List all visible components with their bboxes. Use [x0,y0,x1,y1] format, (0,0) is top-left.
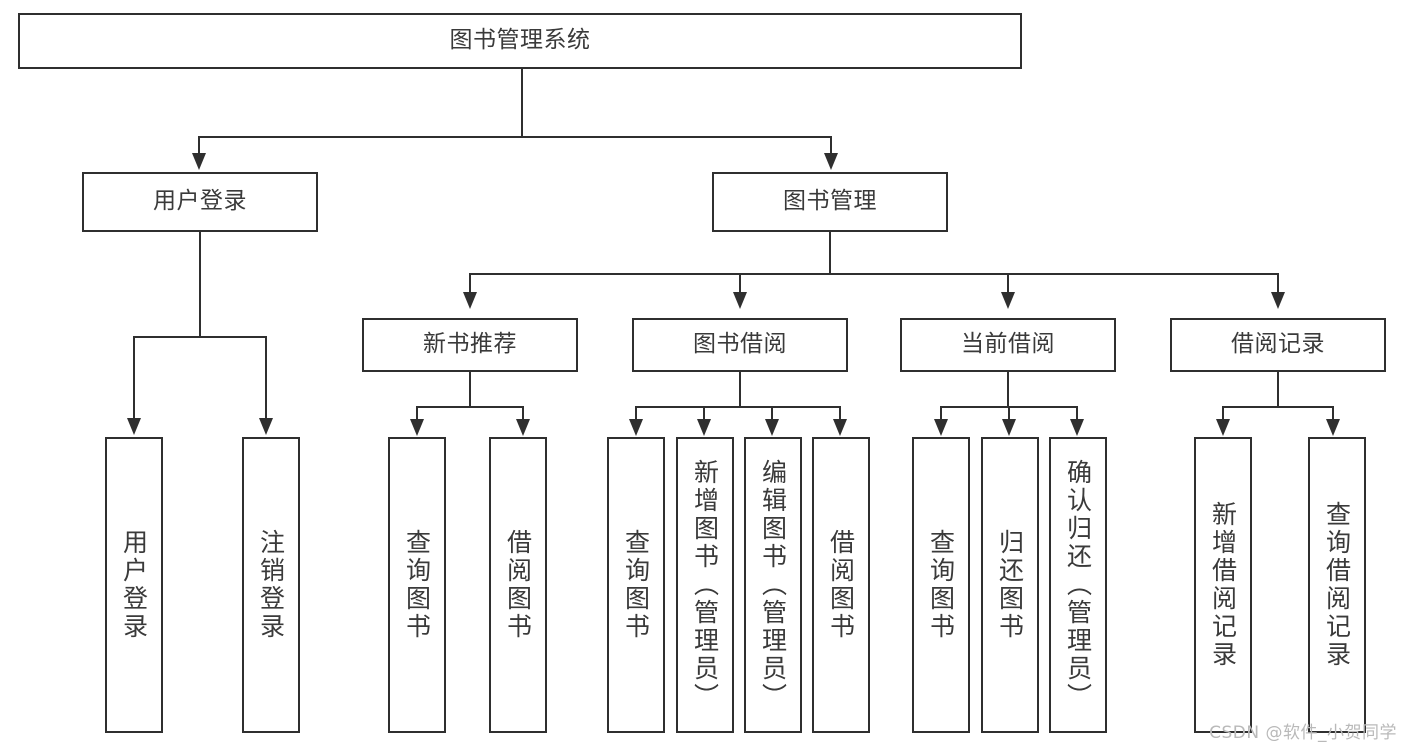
connector-new-book-drop-0 [416,406,418,422]
connector-level2-drop-3 [1277,273,1279,296]
arrowhead-level2-3 [1271,292,1285,309]
connector-book-management-stem [829,232,831,274]
node-label: 注销登录 [256,529,286,641]
node-label: 新增借阅记录 [1208,501,1238,669]
arrowhead-user-login-1 [259,418,273,435]
node-label: 确认归还（管理员） [1063,459,1093,711]
connector-borrow-record-bus [1222,406,1334,408]
leaf-current-borrow-0[interactable]: 查询图书 [912,437,970,733]
arrowhead-borrow-record-0 [1216,419,1230,436]
node-root-book-management-system[interactable]: 图书管理系统 [18,13,1022,69]
connector-user-login-bus [133,336,267,338]
connector-current-borrow-drop-2 [1076,406,1078,422]
connector-root-stem [521,69,523,137]
node-label: 图书借阅 [693,331,787,358]
node-book-management[interactable]: 图书管理 [712,172,948,232]
leaf-current-borrow-1[interactable]: 归还图书 [981,437,1039,733]
node-label: 查询借阅记录 [1322,501,1352,669]
connector-current-borrow-stem [1007,372,1009,407]
connector-book-borrow-drop-2 [771,406,773,422]
leaf-current-borrow-2[interactable]: 确认归还（管理员） [1049,437,1107,733]
node-label: 图书管理 [783,188,877,215]
leaf-book-borrow-1[interactable]: 新增图书（管理员） [676,437,734,733]
node-borrow-record[interactable]: 借阅记录 [1170,318,1386,372]
node-label: 编辑图书（管理员） [758,459,788,711]
arrowhead-level2-2 [1001,292,1015,309]
arrowhead-book-borrow-0 [629,419,643,436]
node-label: 查询图书 [926,529,956,641]
connector-level2-drop-0 [469,273,471,296]
leaf-book-borrow-3[interactable]: 借阅图书 [812,437,870,733]
leaf-book-borrow-2[interactable]: 编辑图书（管理员） [744,437,802,733]
arrowhead-borrow-record-1 [1326,419,1340,436]
node-current-borrow[interactable]: 当前借阅 [900,318,1116,372]
connector-current-borrow-drop-1 [1008,406,1010,422]
node-label: 用户登录 [119,529,149,641]
connector-current-borrow-drop-0 [940,406,942,422]
leaf-new-book-recommend-0[interactable]: 查询图书 [388,437,446,733]
arrowhead-level2-0 [463,292,477,309]
node-user-login[interactable]: 用户登录 [82,172,318,232]
connector-book-borrow-stem [739,372,741,407]
node-label: 图书管理系统 [449,27,591,54]
connector-book-borrow-bus [635,406,841,408]
arrowhead-current-borrow-1 [1002,419,1016,436]
node-label: 归还图书 [995,529,1025,641]
leaf-new-book-recommend-1[interactable]: 借阅图书 [489,437,547,733]
connector-borrow-record-drop-1 [1332,406,1334,422]
node-label: 查询图书 [402,529,432,641]
connector-level1-drop-1 [830,136,832,158]
connector-borrow-record-stem [1277,372,1279,407]
connector-level2-drop-2 [1007,273,1009,296]
connector-borrow-record-drop-0 [1222,406,1224,422]
arrowhead-new-book-1 [516,419,530,436]
arrowhead-book-borrow-3 [833,419,847,436]
node-label: 查询图书 [621,529,651,641]
leaf-borrow-record-0[interactable]: 新增借阅记录 [1194,437,1252,733]
arrowhead-book-borrow-1 [697,419,711,436]
connector-level1-drop-0 [198,136,200,158]
arrowhead-level1-1 [824,153,838,170]
connector-new-book-bus [416,406,524,408]
arrowhead-book-borrow-2 [765,419,779,436]
node-new-book-recommend[interactable]: 新书推荐 [362,318,578,372]
connector-level2-bus [469,273,1279,275]
arrowhead-current-borrow-0 [934,419,948,436]
arrowhead-user-login-0 [127,418,141,435]
arrowhead-new-book-0 [410,419,424,436]
leaf-book-borrow-0[interactable]: 查询图书 [607,437,665,733]
connector-book-borrow-drop-1 [703,406,705,422]
arrowhead-level2-1 [733,292,747,309]
arrowhead-current-borrow-2 [1070,419,1084,436]
leaf-user-login-0[interactable]: 用户登录 [105,437,163,733]
node-label: 用户登录 [153,188,247,215]
node-label: 借阅记录 [1231,331,1325,358]
node-label: 新书推荐 [423,331,517,358]
connector-book-borrow-drop-3 [839,406,841,422]
connector-book-borrow-drop-0 [635,406,637,422]
connector-new-book-drop-1 [522,406,524,422]
leaf-borrow-record-1[interactable]: 查询借阅记录 [1308,437,1366,733]
node-label: 借阅图书 [503,529,533,641]
connector-level1-bus [198,136,832,138]
watermark-text: CSDN @软件_小贺同学 [1209,723,1397,743]
node-label: 当前借阅 [961,331,1055,358]
arrowhead-level1-0 [192,153,206,170]
connector-user-login-stem [199,232,201,337]
node-label: 新增图书（管理员） [690,459,720,711]
node-label: 借阅图书 [826,529,856,641]
connector-level2-drop-1 [739,273,741,296]
connector-new-book-stem [469,372,471,407]
connector-user-login-drop-1 [265,336,267,420]
connector-user-login-drop-0 [133,336,135,420]
node-book-borrow[interactable]: 图书借阅 [632,318,848,372]
leaf-user-login-1[interactable]: 注销登录 [242,437,300,733]
